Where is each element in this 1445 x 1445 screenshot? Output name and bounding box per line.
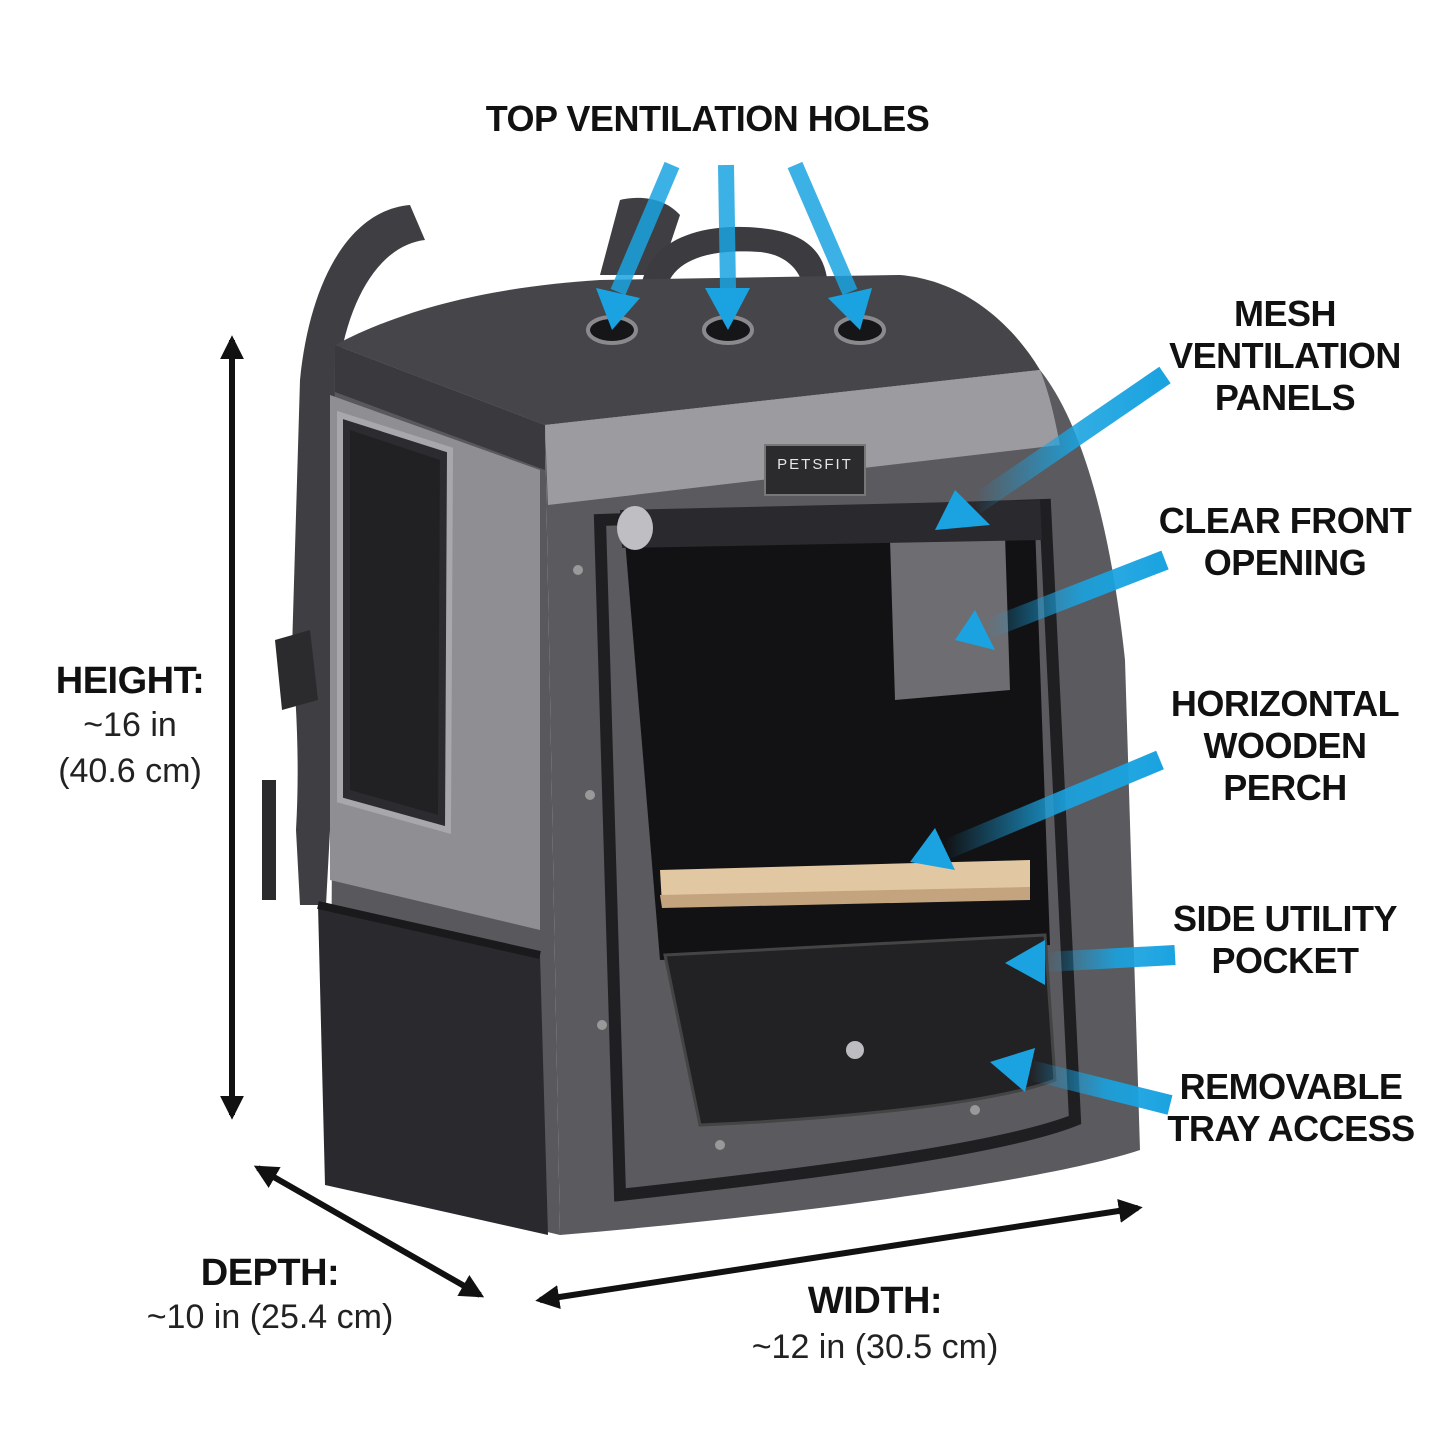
- depth-value: ~10 in (25.4 cm): [146, 1298, 394, 1336]
- arrow-perch: [910, 750, 1164, 870]
- arrow-top-1: [596, 161, 680, 330]
- width-value: ~12 in (30.5 cm): [751, 1328, 999, 1366]
- width-arrow: [535, 1199, 1143, 1309]
- label-tray-access: REMOVABLE TRAY ACCESS: [1167, 1066, 1415, 1149]
- top-handle: [640, 226, 829, 300]
- tray-mesh: [663, 933, 1057, 1127]
- arrow-top-2: [705, 164, 750, 330]
- label-clear-front: CLEAR FRONT OPENING: [1158, 500, 1412, 583]
- height-value-cm: (40.6 cm): [58, 752, 202, 790]
- brand-label: PETSFIT: [777, 456, 853, 473]
- rolled-cover: [620, 500, 1042, 548]
- brand-tag: [764, 444, 866, 496]
- height-value-in: ~16 in: [83, 706, 177, 744]
- depth-arrow: [253, 1165, 485, 1298]
- dimension-arrows: [220, 335, 1143, 1309]
- depth-title: DEPTH:: [200, 1252, 340, 1294]
- inner-mesh: [890, 535, 1010, 700]
- width-title: WIDTH:: [807, 1280, 943, 1322]
- arrow-top-3: [787, 161, 872, 330]
- height-title: HEIGHT:: [55, 660, 205, 702]
- arrow-front: [955, 550, 1169, 650]
- callout-arrows: [596, 161, 1176, 1115]
- arrow-mesh: [935, 366, 1171, 530]
- shoulder-strap-left: [262, 205, 425, 905]
- side-panel: [317, 345, 560, 1235]
- label-top-ventilation: TOP VENTILATION HOLES: [485, 98, 930, 139]
- label-mesh-ventilation: MESH VENTILATION PANELS: [1169, 293, 1401, 418]
- label-side-pocket: SIDE UTILITY POCKET: [1172, 898, 1398, 981]
- label-perch: HORIZONTAL WOODEN PERCH: [1170, 683, 1400, 808]
- arrow-tray: [990, 1048, 1173, 1115]
- arrow-pocket: [1005, 940, 1176, 985]
